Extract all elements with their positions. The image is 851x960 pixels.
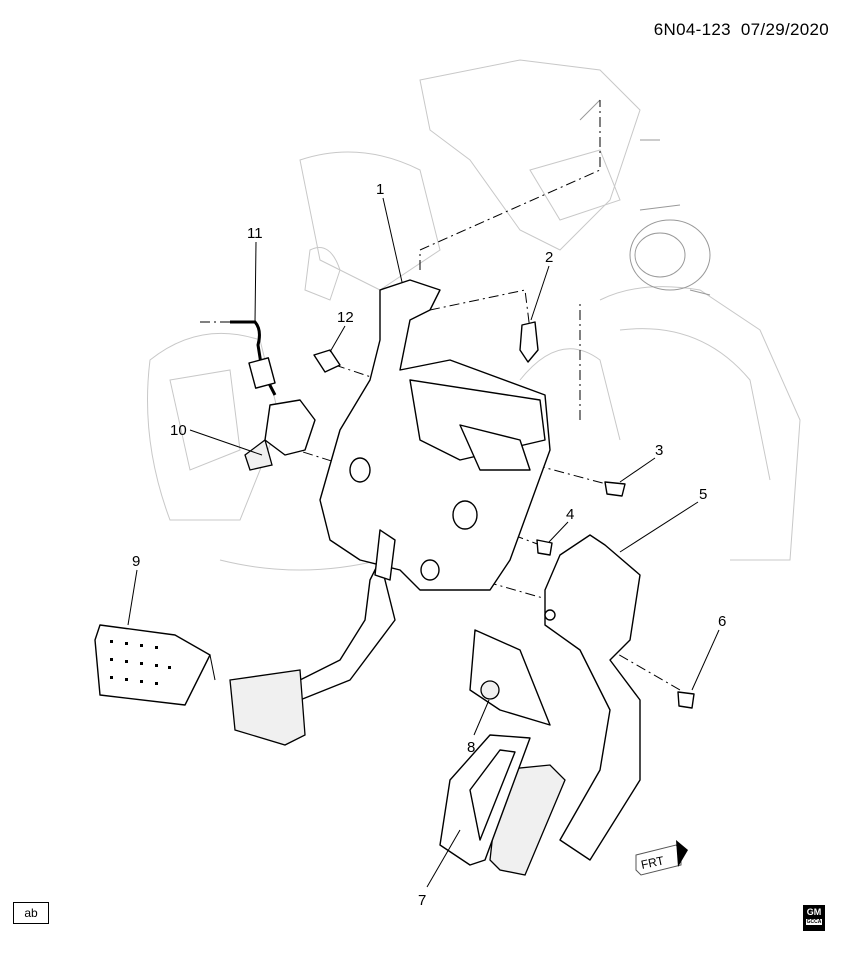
switch-bracket-part-8	[469, 629, 551, 726]
callout-labels: 1 2 3 4 5 6 7 8 9 10 11 12	[132, 181, 726, 909]
accelerator-pedal-part-5	[489, 534, 641, 876]
brake-pad-cover-part-9	[94, 624, 216, 706]
fastener-part-4	[536, 539, 553, 556]
vehicle-body-background	[147, 59, 801, 571]
callout-3: 3	[655, 442, 663, 459]
callout-7: 7	[418, 892, 426, 909]
callout-10: 10	[170, 422, 187, 439]
direction-label: FRT	[640, 853, 666, 872]
callout-2: 2	[545, 249, 553, 266]
callout-8: 8	[467, 739, 475, 756]
pedal-bracket-part-1	[319, 279, 551, 591]
callout-4: 4	[566, 506, 574, 523]
fastener-part-2	[519, 321, 539, 363]
ab-label: ab	[13, 902, 49, 924]
accelerator-pad-part-7	[439, 734, 531, 866]
callout-5: 5	[699, 486, 707, 503]
fastener-part-6	[677, 691, 695, 709]
callout-9: 9	[132, 553, 140, 570]
brake-pedal-arm	[229, 529, 396, 746]
fastener-part-3	[604, 481, 626, 497]
callout-1: 1	[376, 181, 384, 198]
front-arrow-icon: FRT	[635, 840, 688, 876]
diagram-id: 6N04-123	[653, 20, 731, 39]
callout-11: 11	[247, 225, 263, 242]
diagram-header: 6N04-123 07/29/2020	[654, 20, 829, 40]
diagram-date: 07/29/2020	[740, 20, 829, 39]
callout-6: 6	[718, 613, 726, 630]
callout-leaders	[127, 197, 720, 888]
callout-12: 12	[337, 309, 354, 326]
wire-harness-part-11	[230, 320, 277, 396]
fastener-part-12	[313, 349, 341, 373]
sensor-part-10	[244, 399, 316, 471]
